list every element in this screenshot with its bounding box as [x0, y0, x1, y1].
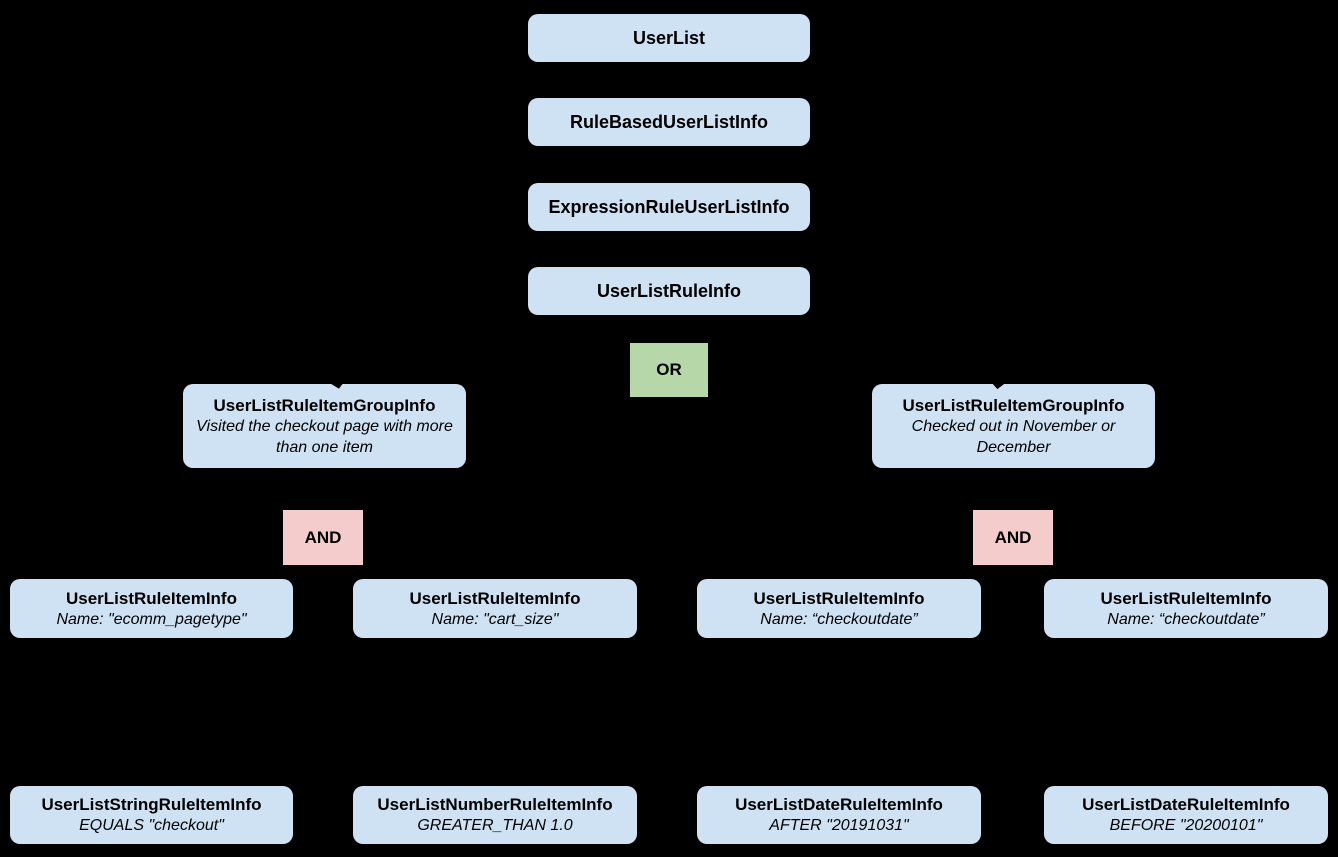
leaf-subtitle: EQUALS "checkout" — [79, 817, 224, 834]
rule-item-subtitle: Name: "ecomm_pagetype" — [56, 610, 247, 628]
leaf-title: UserListDateRuleItemInfo — [1082, 795, 1290, 814]
or-operator-node: OR — [630, 343, 708, 397]
leaf-title: UserListStringRuleItemInfo — [41, 795, 262, 814]
and-operator-left-label: AND — [304, 527, 342, 547]
rule-item-title: UserListRuleItemInfo — [753, 588, 925, 608]
rule-item-title: UserListRuleItemInfo — [66, 588, 237, 608]
leaf-title: UserListNumberRuleItemInfo — [377, 795, 613, 814]
node-user-list-rule-info: UserListRuleInfo — [528, 267, 810, 315]
node-user-list-rule-info-label: UserListRuleInfo — [596, 280, 742, 301]
node-rule-based-user-list-info: RuleBasedUserListInfo — [528, 98, 810, 146]
leaf-subtitle: BEFORE "20200101" — [1109, 817, 1263, 834]
node-expression-rule-user-list-info: ExpressionRuleUserListInfo — [528, 183, 810, 231]
node-date-rule-item-after: UserListDateRuleItemInfo AFTER "20191031… — [697, 786, 981, 844]
and-operator-right-node: AND — [973, 510, 1053, 565]
node-string-rule-item: UserListStringRuleItemInfo EQUALS "check… — [10, 786, 293, 844]
node-date-rule-item-before: UserListDateRuleItemInfo BEFORE "2020010… — [1044, 786, 1328, 844]
group-right-subtitle: Checked out in November or December — [911, 417, 1116, 456]
node-rule-based-user-list-info-label: RuleBasedUserListInfo — [569, 111, 769, 132]
node-rule-item-group-left: UserListRuleItemGroupInfo Visited the ch… — [183, 384, 466, 468]
node-rule-item-cart-size: UserListRuleItemInfo Name: "cart_size" — [353, 579, 637, 638]
rule-item-subtitle: Name: “checkoutdate” — [760, 610, 918, 628]
group-left-subtitle: Visited the checkout page with more than… — [196, 417, 453, 456]
group-right-title: UserListRuleItemGroupInfo — [902, 395, 1125, 415]
leaf-title: UserListDateRuleItemInfo — [735, 795, 943, 814]
and-operator-right-label: AND — [994, 527, 1032, 547]
rule-item-subtitle: Name: “checkoutdate” — [1107, 610, 1265, 628]
or-operator-label: OR — [656, 360, 682, 379]
node-rule-item-checkoutdate-2: UserListRuleItemInfo Name: “checkoutdate… — [1044, 579, 1328, 638]
group-left-title: UserListRuleItemGroupInfo — [213, 395, 436, 415]
node-userlist: UserList — [528, 14, 810, 62]
node-rule-item-ecomm-pagetype: UserListRuleItemInfo Name: "ecomm_pagety… — [10, 579, 293, 638]
leaf-subtitle: GREATER_THAN 1.0 — [417, 817, 573, 834]
node-expression-rule-user-list-info-label: ExpressionRuleUserListInfo — [548, 196, 790, 217]
rule-item-title: UserListRuleItemInfo — [409, 588, 581, 608]
leaf-subtitle: AFTER "20191031" — [769, 817, 909, 834]
rule-item-subtitle: Name: "cart_size" — [431, 610, 559, 628]
node-number-rule-item: UserListNumberRuleItemInfo GREATER_THAN … — [353, 786, 637, 844]
and-operator-left-node: AND — [283, 510, 363, 565]
node-rule-item-checkoutdate-1: UserListRuleItemInfo Name: “checkoutdate… — [697, 579, 981, 638]
node-userlist-label: UserList — [632, 27, 706, 48]
node-rule-item-group-right: UserListRuleItemGroupInfo Checked out in… — [872, 384, 1155, 468]
rule-item-title: UserListRuleItemInfo — [1100, 588, 1272, 608]
